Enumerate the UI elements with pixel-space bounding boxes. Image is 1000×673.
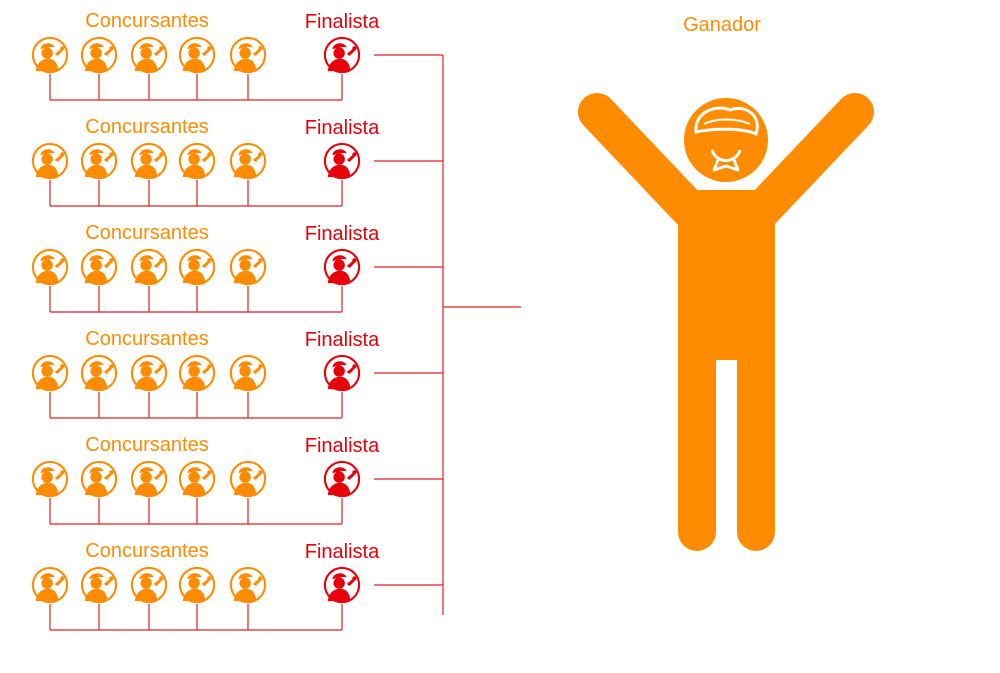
chef-head-icon (178, 36, 216, 74)
bracket-lines (49, 54, 521, 631)
chef-head-icon (323, 460, 361, 498)
chef-head-icon (80, 460, 118, 498)
finalist-label: Finalista (305, 541, 380, 563)
finalist-label: Finalista (305, 223, 380, 245)
finalist-label: Finalista (305, 11, 380, 33)
chef-head-icon (80, 354, 118, 392)
contestants-label: Concursantes (85, 116, 208, 138)
chef-head-icon (31, 248, 69, 286)
chef-head-icon (178, 142, 216, 180)
contestants-label: Concursantes (85, 328, 208, 350)
chef-head-icon (323, 566, 361, 604)
chef-head-icon (130, 460, 168, 498)
contestants-label: Concursantes (85, 434, 208, 456)
chef-head-icon (178, 248, 216, 286)
chef-head-icon (323, 248, 361, 286)
chef-head-icon (178, 566, 216, 604)
contestants-label: Concursantes (85, 10, 208, 32)
chef-head-icon (31, 566, 69, 604)
chef-head-icon (229, 460, 267, 498)
group: Concursantes Finalista (31, 434, 380, 498)
chef-head-icon (80, 566, 118, 604)
finalist-label: Finalista (305, 117, 380, 139)
chef-head-icon (130, 142, 168, 180)
chef-head-icon (130, 248, 168, 286)
chef-head-icon (31, 142, 69, 180)
winner-figure-icon (578, 93, 874, 551)
finalist-label: Finalista (305, 329, 380, 351)
chef-head-icon (229, 354, 267, 392)
chef-head-icon (323, 36, 361, 74)
group: Concursantes Finalista (31, 10, 380, 74)
finalist-label: Finalista (305, 435, 380, 457)
chef-head-icon (130, 36, 168, 74)
chef-head-icon (178, 354, 216, 392)
chef-head-icon (130, 354, 168, 392)
group: Concursantes Finalista (31, 116, 380, 180)
chef-head-icon (178, 460, 216, 498)
chef-head-icon (229, 36, 267, 74)
chef-head-icon (229, 248, 267, 286)
winner-label: Ganador (683, 14, 761, 36)
chef-head-icon (229, 566, 267, 604)
group: Concursantes Finalista (31, 222, 380, 286)
chef-head-icon (80, 142, 118, 180)
chef-head-icon (80, 36, 118, 74)
chef-head-icon (31, 460, 69, 498)
winner-section: Ganador (578, 14, 874, 551)
chef-head-icon (31, 354, 69, 392)
chef-head-icon (80, 248, 118, 286)
chef-head-icon (323, 142, 361, 180)
contestants-label: Concursantes (85, 540, 208, 562)
chef-head-icon (229, 142, 267, 180)
contestants-label: Concursantes (85, 222, 208, 244)
chef-head-icon (31, 36, 69, 74)
group: Concursantes Finalista (31, 540, 380, 604)
group: Concursantes Finalista (31, 328, 380, 392)
chef-head-icon (130, 566, 168, 604)
chef-head-icon (323, 354, 361, 392)
